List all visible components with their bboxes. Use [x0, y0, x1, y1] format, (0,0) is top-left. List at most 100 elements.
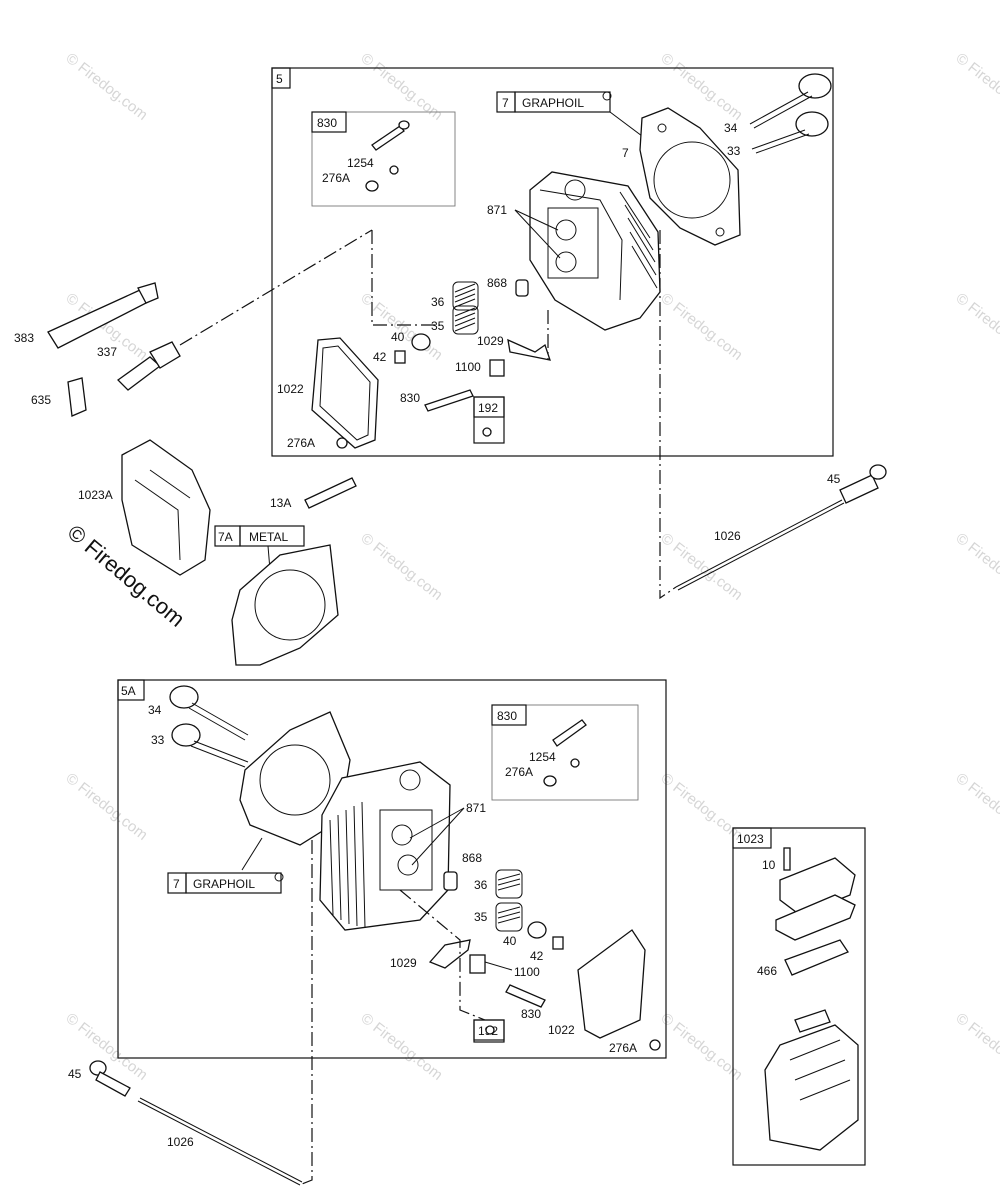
- spark-plug-337: [116, 341, 181, 391]
- subgroup-830-frame: [311, 111, 456, 207]
- metal-tag-number: 7A: [218, 530, 233, 544]
- label-1100: 1100: [455, 360, 481, 374]
- keeper-42: [394, 350, 406, 364]
- nut-192: [485, 1025, 495, 1035]
- screw-10: [783, 847, 791, 871]
- metal-tag: 7A METAL: [214, 525, 305, 547]
- subgroup-830-tag: [311, 111, 347, 133]
- subgroup-830-frame: [491, 704, 639, 801]
- label-45: 45: [68, 1067, 82, 1081]
- group-5a-frame: [117, 679, 667, 1059]
- metal-head-gasket-7a: [231, 544, 339, 666]
- label-276a-b: 276A: [609, 1041, 637, 1055]
- watermark: © Firedog.com: [953, 50, 1000, 124]
- terminal-635: [67, 377, 87, 417]
- label-33: 33: [151, 733, 165, 747]
- graphoil-tag-mid: 7 GRAPHOIL: [167, 872, 284, 894]
- rocker-arm-1029: [428, 939, 471, 969]
- watermark: © Firedog.com: [358, 50, 446, 124]
- group-1023: 1023 10 466: [732, 827, 866, 1166]
- watermark: © Firedog.com: [63, 50, 151, 124]
- valve-spring-35: [452, 305, 479, 335]
- label-34: 34: [724, 121, 738, 135]
- label-42: 42: [373, 350, 387, 364]
- exhaust-valve-34: [749, 73, 832, 129]
- label-830: 830: [400, 391, 420, 405]
- label-830: 830: [521, 1007, 541, 1021]
- pushrod-1026: [675, 499, 843, 588]
- group-1023-tag: [732, 827, 772, 849]
- label-13a: 13A: [270, 496, 291, 510]
- label-1023a: 1023A: [78, 488, 113, 502]
- label-276a: 276A: [322, 171, 350, 185]
- breather-plate: [775, 894, 856, 941]
- retainer-40: [411, 333, 431, 351]
- subgroup-830-label: 830: [497, 709, 517, 723]
- label-1254: 1254: [529, 750, 556, 764]
- cylinder-head: [529, 171, 661, 331]
- valve-spring-36: [452, 281, 479, 311]
- cylinder-head: [319, 761, 451, 931]
- graphoil-mid-number: 7: [173, 877, 180, 891]
- label-337: 337: [97, 345, 117, 359]
- label-40: 40: [391, 330, 405, 344]
- label-276a: 276A: [505, 765, 533, 779]
- retainer-40: [527, 921, 547, 939]
- breather-valve-stud: [371, 120, 410, 151]
- group-1023-frame: [732, 827, 866, 1166]
- label-1026: 1026: [167, 1135, 194, 1149]
- group-5-tag: [271, 67, 291, 89]
- registered-icon: [274, 872, 284, 882]
- label-871: 871: [487, 203, 507, 217]
- watermark: © Firedog.com: [953, 1010, 1000, 1084]
- valve-spring-36: [495, 869, 523, 899]
- graphoil-mid-text: GRAPHOIL: [193, 877, 255, 891]
- tappet-45: [839, 464, 887, 504]
- registered-icon: [602, 91, 612, 101]
- label-35: 35: [431, 319, 445, 333]
- label-10: 10: [762, 858, 776, 872]
- label-871: 871: [466, 801, 486, 815]
- intake-valve-33: [171, 723, 249, 768]
- subgroup-192-frame: [473, 1019, 505, 1043]
- valve-spring-35: [495, 902, 523, 932]
- label-276a-b: 276A: [287, 436, 315, 450]
- graphoil-tag-top: 7 GRAPHOIL: [496, 91, 612, 113]
- watermark: © Firedog.com: [358, 530, 446, 604]
- valve-guide-868: [515, 279, 529, 297]
- valve-cover-gasket-1022: [311, 337, 379, 449]
- label-466: 466: [757, 964, 777, 978]
- watermark: © Firedog.com: [953, 530, 1000, 604]
- label-1022: 1022: [277, 382, 304, 396]
- label-34: 34: [148, 703, 162, 717]
- graphoil-top-number: 7: [502, 96, 509, 110]
- label-1029: 1029: [390, 956, 417, 970]
- valve-guide-868: [443, 871, 458, 891]
- pushrod-1026: [139, 1097, 303, 1183]
- valve-cover-1023: [764, 1024, 859, 1151]
- watermark: © Firedog.com: [358, 1010, 446, 1084]
- pushrod-guide-1100: [489, 359, 505, 377]
- label-36: 36: [431, 295, 445, 309]
- group-5-frame: [271, 67, 834, 457]
- ignition-parts: 383 337 635: [14, 229, 373, 417]
- spark-plug-boot-383: [47, 282, 159, 349]
- reed-valve: [794, 1009, 831, 1033]
- breather-valve-stud: [552, 719, 587, 747]
- label-35: 35: [474, 910, 488, 924]
- label-33: 33: [727, 144, 741, 158]
- screw-1254: [389, 165, 399, 175]
- exhaust-valve-34: [169, 685, 249, 741]
- screw-1254: [570, 758, 580, 768]
- tappet-45: [89, 1060, 131, 1097]
- washer-276a: [543, 775, 557, 787]
- pushrod-guide-1100: [469, 954, 486, 974]
- graphoil-top-text: GRAPHOIL: [522, 96, 584, 110]
- label-45: 45: [827, 472, 841, 486]
- subgroup-192-label: 192: [478, 401, 498, 415]
- label-42: 42: [530, 949, 544, 963]
- rocker-stud-830: [505, 984, 546, 1008]
- rocker-stud-830: [424, 389, 474, 412]
- label-868: 868: [462, 851, 482, 865]
